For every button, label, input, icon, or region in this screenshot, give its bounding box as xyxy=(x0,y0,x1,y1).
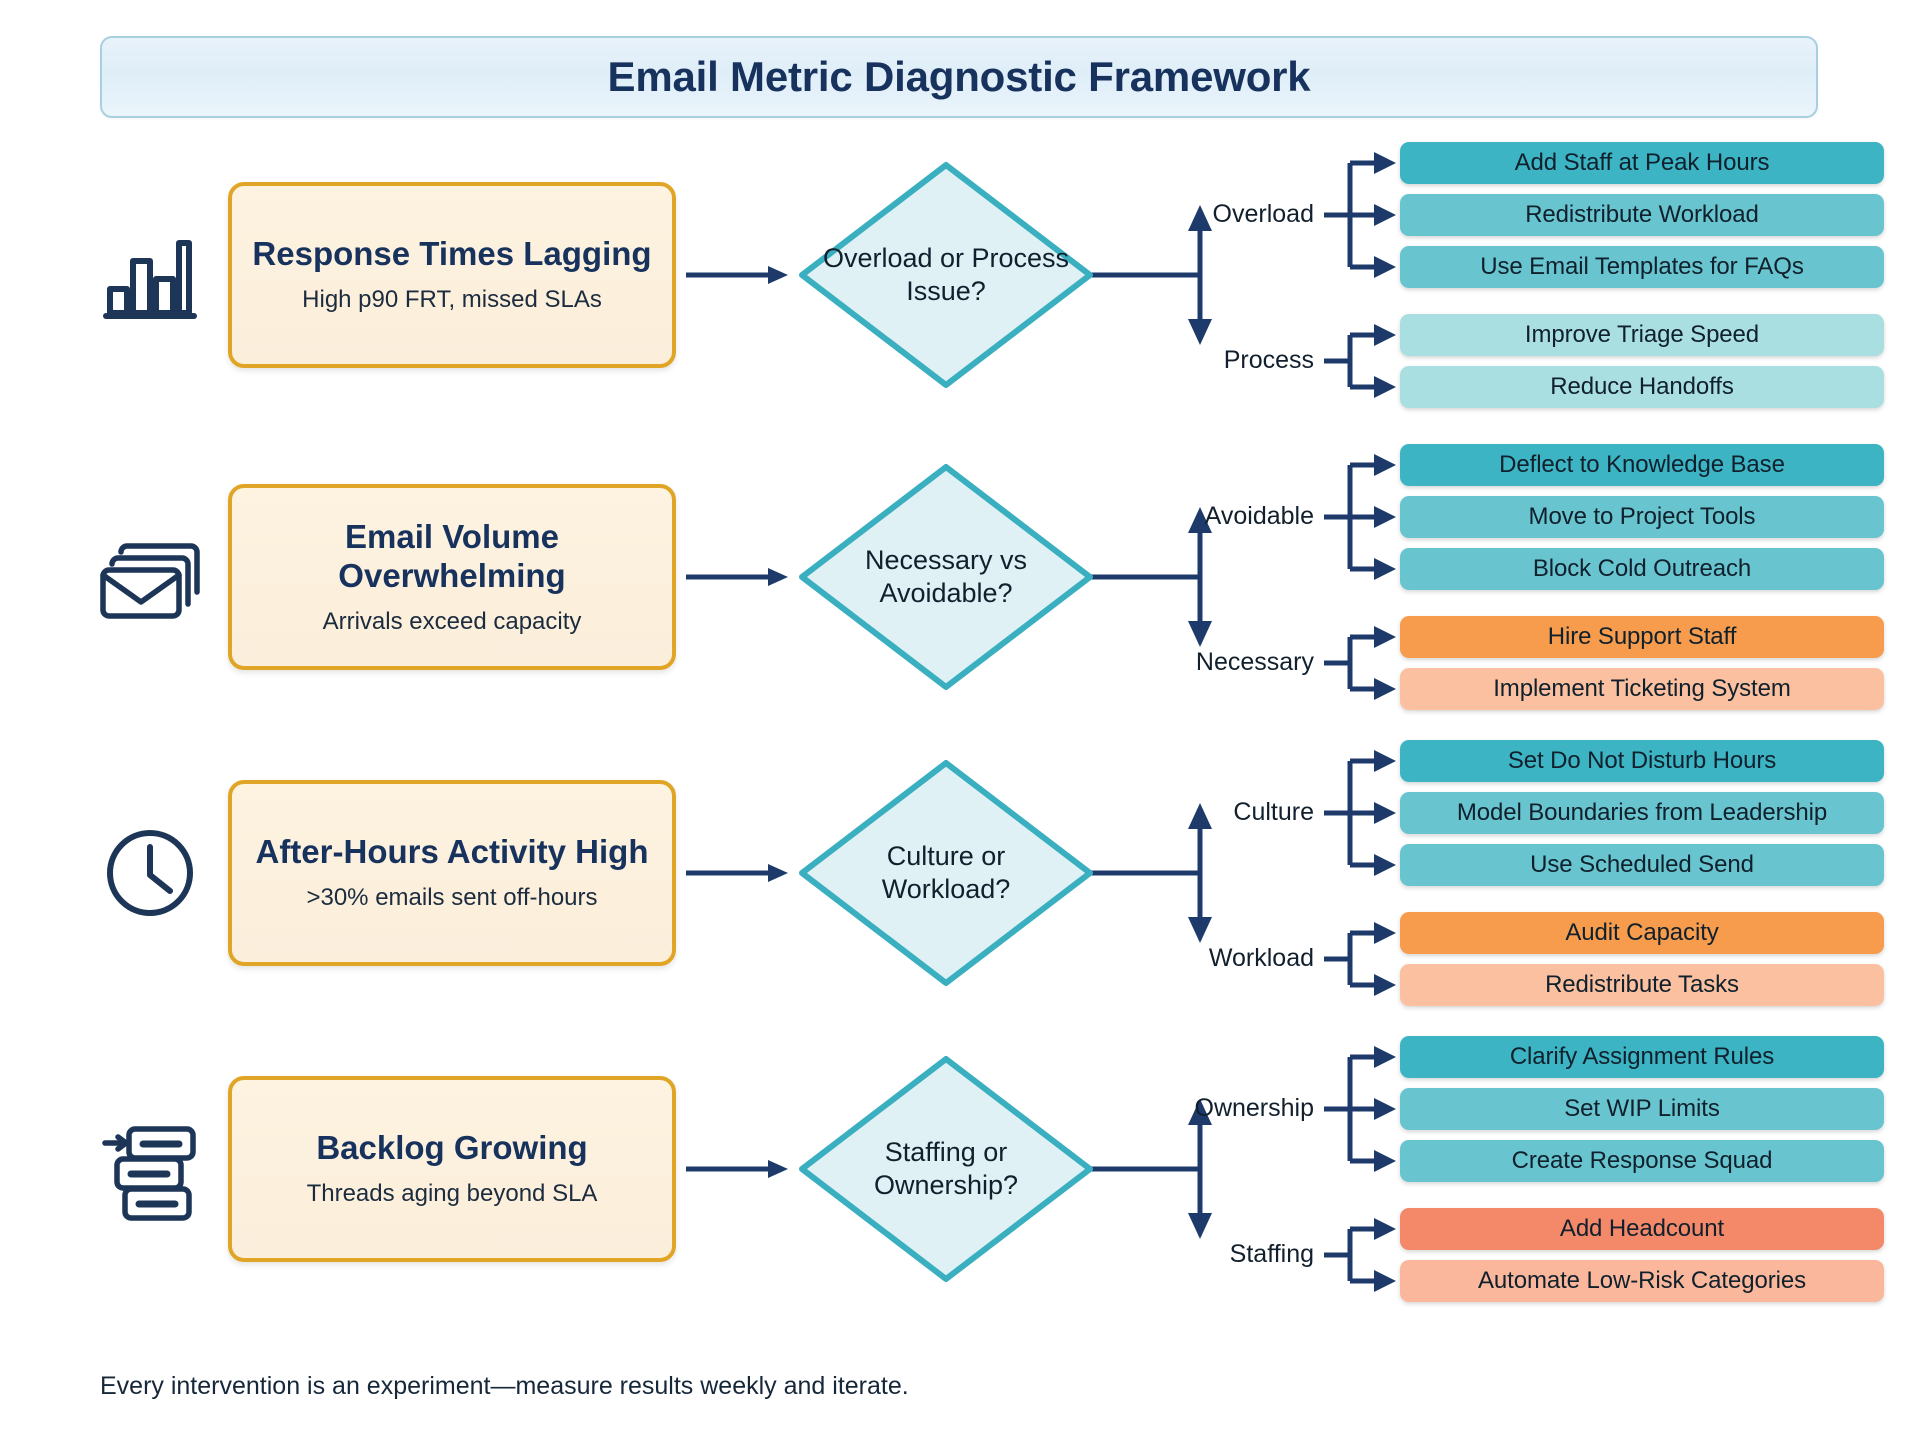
action-pill[interactable]: Model Boundaries from Leadership xyxy=(1400,792,1884,834)
flow-arrow-to-decision xyxy=(686,264,790,286)
problem-subtitle: Arrivals exceed capacity xyxy=(322,607,582,635)
decision-label: Necessary vs Avoidable? xyxy=(864,545,1028,608)
decision-diamond[interactable]: Necessary vs Avoidable? xyxy=(796,461,1096,693)
action-pill[interactable]: Set Do Not Disturb Hours xyxy=(1400,740,1884,782)
action-pill[interactable]: Audit Capacity xyxy=(1400,912,1884,954)
action-pill[interactable]: Implement Ticketing System xyxy=(1400,668,1884,710)
action-pill[interactable]: Deflect to Knowledge Base xyxy=(1400,444,1884,486)
backlog-queue-icon xyxy=(95,1114,205,1224)
problem-title: Response Times Lagging xyxy=(252,235,652,273)
action-pill[interactable]: Clarify Assignment Rules xyxy=(1400,1036,1884,1078)
problem-card[interactable]: After-Hours Activity High >30% emails sen… xyxy=(228,780,676,966)
flow-arrow-to-decision xyxy=(686,566,790,588)
action-pill[interactable]: Redistribute Tasks xyxy=(1400,964,1884,1006)
page-title: Email Metric Diagnostic Framework xyxy=(607,53,1311,100)
action-pill[interactable]: Move to Project Tools xyxy=(1400,496,1884,538)
flow-arrow-to-decision xyxy=(686,862,790,884)
branch-label: Overload xyxy=(1212,200,1314,228)
action-pill[interactable]: Block Cold Outreach xyxy=(1400,548,1884,590)
action-pill[interactable]: Use Scheduled Send xyxy=(1400,844,1884,886)
branch-label: Staffing xyxy=(1229,1240,1314,1268)
problem-subtitle: Threads aging beyond SLA xyxy=(306,1180,598,1208)
action-pill[interactable]: Add Headcount xyxy=(1400,1208,1884,1250)
problem-title: Backlog Growing xyxy=(316,1129,588,1167)
action-pill[interactable]: Automate Low-Risk Categories xyxy=(1400,1260,1884,1302)
action-pill[interactable]: Reduce Handoffs xyxy=(1400,366,1884,408)
diagram-row: After-Hours Activity High >30% emails sen… xyxy=(0,740,1920,1006)
action-pill[interactable]: Redistribute Workload xyxy=(1400,194,1884,236)
action-pill[interactable]: Create Response Squad xyxy=(1400,1140,1884,1182)
decision-diamond[interactable]: Staffing or Ownership? xyxy=(796,1053,1096,1285)
decision-label: Culture or Workload? xyxy=(881,841,1011,904)
title-banner: Email Metric Diagnostic Framework xyxy=(100,36,1818,118)
decision-label: Staffing or Ownership? xyxy=(873,1137,1019,1200)
branch-label: Avoidable xyxy=(1204,502,1314,530)
branch-label: Process xyxy=(1223,346,1314,374)
bar-chart-icon xyxy=(95,220,205,330)
action-pill[interactable]: Hire Support Staff xyxy=(1400,616,1884,658)
stacked-envelopes-icon xyxy=(95,522,205,632)
problem-subtitle: >30% emails sent off-hours xyxy=(306,884,598,912)
footer-note: Every intervention is an experiment—meas… xyxy=(100,1372,909,1400)
decision-label: Overload or Process Issue? xyxy=(822,243,1070,306)
decision-diamond[interactable]: Overload or Process Issue? xyxy=(796,159,1096,391)
action-pill[interactable]: Add Staff at Peak Hours xyxy=(1400,142,1884,184)
branch-label: Culture xyxy=(1233,798,1314,826)
branch-label: Necessary xyxy=(1195,648,1314,676)
action-pill[interactable]: Improve Triage Speed xyxy=(1400,314,1884,356)
problem-title: After-Hours Activity High xyxy=(255,833,649,871)
branch-label: Ownership xyxy=(1194,1094,1315,1122)
branch-label: Workload xyxy=(1208,944,1314,972)
problem-title: Email Volume Overwhelming xyxy=(338,517,566,594)
action-pill[interactable]: Set WIP Limits xyxy=(1400,1088,1884,1130)
flow-arrow-to-decision xyxy=(686,1158,790,1180)
clock-icon xyxy=(95,818,205,928)
problem-subtitle: High p90 FRT, missed SLAs xyxy=(302,286,602,314)
decision-diamond[interactable]: Culture or Workload? xyxy=(796,757,1096,989)
action-pill[interactable]: Use Email Templates for FAQs xyxy=(1400,246,1884,288)
